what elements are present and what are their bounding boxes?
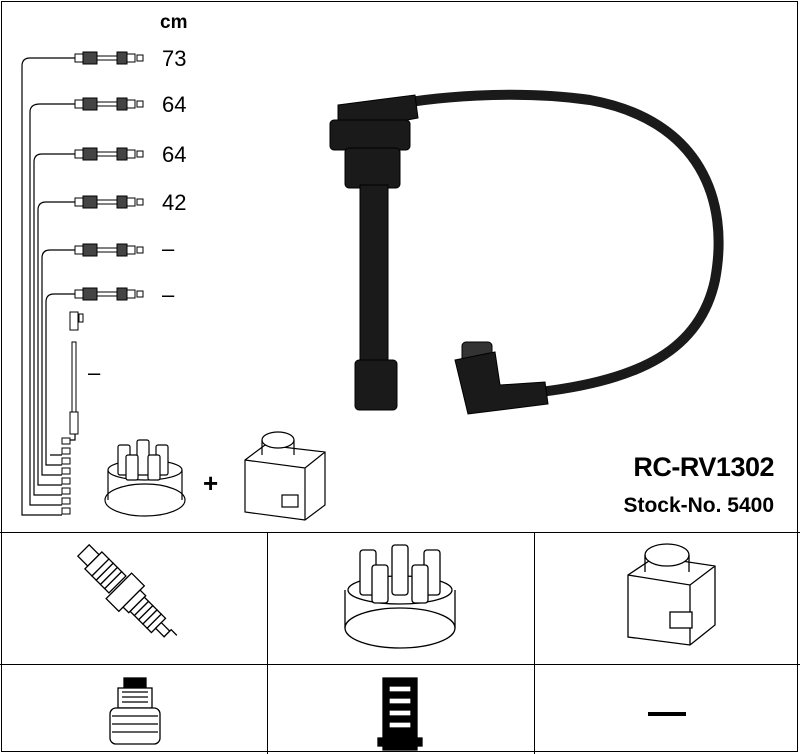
spark-plug-icon (76, 543, 178, 638)
divider-bottom (0, 664, 800, 665)
cable-length-5: – (162, 236, 175, 261)
divider-col-1 (267, 532, 268, 754)
small-distributor-cap-icon (104, 439, 186, 517)
cable-symbol (61, 51, 144, 515)
distributor-cap-icon (344, 544, 456, 649)
cable-length-2: 64 (162, 92, 187, 117)
cable-length-3: 64 (162, 142, 187, 167)
ignition-coil-icon (627, 543, 716, 646)
divider-col-2 (534, 532, 535, 754)
product-code: RC-RV1302 (633, 452, 774, 482)
unit-label: cm (160, 12, 188, 33)
stock-number: Stock-No. 5400 (623, 494, 774, 517)
coil-connector-icon (377, 677, 423, 751)
cable-length-4: 42 (162, 190, 187, 215)
none-dash (648, 712, 686, 716)
cable-length-7: – (88, 360, 101, 385)
cable-length-6: – (162, 282, 175, 307)
coil-boot (454, 341, 549, 415)
plug-connector-icon (109, 677, 161, 745)
small-ignition-coil-icon (244, 431, 326, 521)
spark-plug-boot (329, 94, 419, 411)
divider-top (0, 532, 800, 533)
plus-sign: + (203, 468, 219, 498)
cable-length-1: 73 (162, 46, 187, 71)
